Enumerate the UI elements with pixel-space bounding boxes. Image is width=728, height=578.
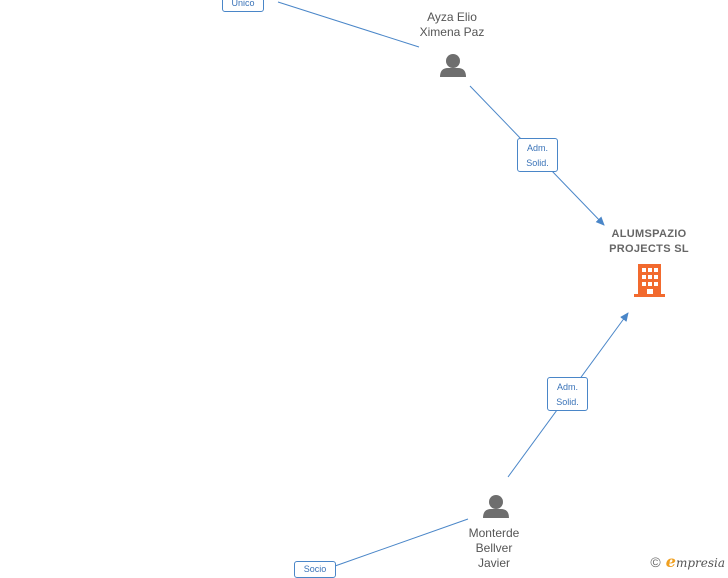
copyright-icon: © [650, 553, 661, 570]
building-icon[interactable] [634, 264, 665, 297]
company-label[interactable]: ALUMSPAZIO PROJECTS SL [609, 228, 689, 255]
person-label-ayza[interactable]: Ayza Elio Ximena Paz [419, 10, 485, 39]
edge-label-adm-solid-top: Adm. Solid. [517, 138, 558, 172]
brand-logo[interactable]: © empresia [650, 552, 725, 571]
edge-bottom [334, 518, 469, 567]
edge-label-unico: Unico [222, 0, 264, 12]
person-label-monterde[interactable]: Monterde Bellver Javier [468, 526, 520, 570]
edge-top [277, 1, 420, 48]
brand-name: empresia [665, 552, 725, 571]
person-icon[interactable] [440, 54, 466, 77]
edge-label-socio: Socio [294, 561, 336, 578]
edge-label-adm-solid-bottom: Adm. Solid. [547, 377, 588, 411]
person-icon[interactable] [483, 495, 509, 518]
